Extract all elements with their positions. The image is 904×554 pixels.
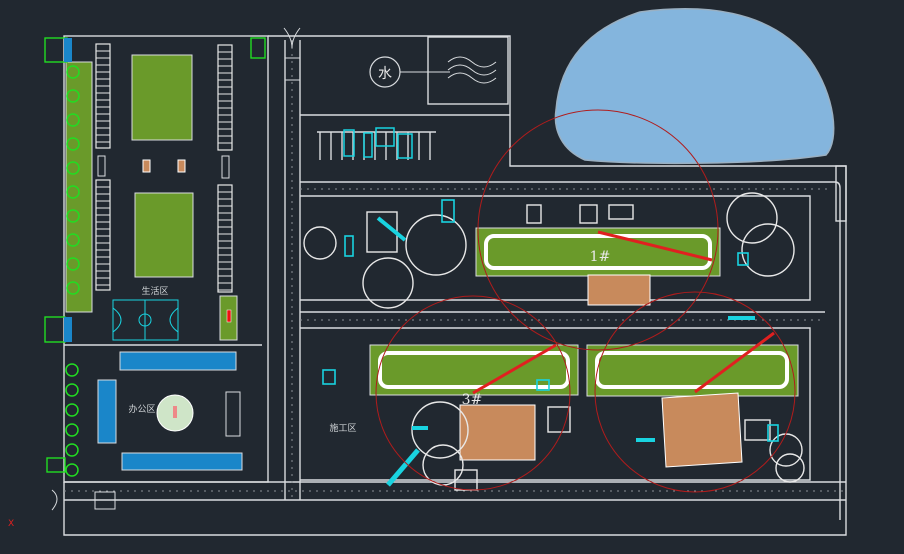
tree-icon <box>66 161 80 175</box>
temp-office-3 <box>459 404 536 461</box>
tree-icon <box>66 137 80 151</box>
office-zone: 办公区 <box>65 351 243 477</box>
crane-jibs <box>472 230 775 395</box>
tree-icon <box>66 89 80 103</box>
axis-marker: X <box>8 519 14 529</box>
lake <box>554 8 835 165</box>
tree-icon <box>65 443 79 457</box>
dormitory-block <box>217 44 233 151</box>
living-zone: 生活区 <box>44 37 266 473</box>
dormitory-block <box>95 43 111 149</box>
tree-icon <box>66 281 80 295</box>
tree-icon <box>66 233 80 247</box>
building-1-label: 1# <box>590 249 611 265</box>
tree-icon <box>65 363 79 377</box>
lawn-1 <box>131 54 193 141</box>
tree-icon <box>65 403 79 417</box>
tree-icon <box>66 209 80 223</box>
crane-radii <box>375 109 796 493</box>
tree-icon <box>66 65 80 79</box>
road-centerlines <box>64 40 846 500</box>
water-tank-symbol: 水 <box>369 56 497 88</box>
living-zone-label: 生活区 <box>141 285 168 297</box>
temp-office-2 <box>661 392 743 468</box>
site-boundaries <box>63 35 847 536</box>
tree-icon <box>65 423 79 437</box>
dormitory-block <box>95 179 111 291</box>
tree-icon <box>66 257 80 271</box>
temp-office-1 <box>587 274 651 306</box>
green-strip <box>65 61 93 313</box>
tree-icon <box>66 185 80 199</box>
water-symbol-text: 水 <box>378 66 392 82</box>
gate-icon <box>51 27 301 511</box>
construction-zone: 1# 3# 施工区 <box>303 109 805 493</box>
construction-zone-label: 施工区 <box>329 422 356 434</box>
office-zone-label: 办公区 <box>128 403 155 415</box>
tree-icon <box>65 383 79 397</box>
lawn-2 <box>134 192 194 278</box>
tree-icon <box>65 463 79 477</box>
dormitory-block <box>217 184 233 293</box>
building-3-label: 3# <box>462 392 483 408</box>
tree-icon <box>66 113 80 127</box>
parked-vehicles <box>343 127 413 159</box>
